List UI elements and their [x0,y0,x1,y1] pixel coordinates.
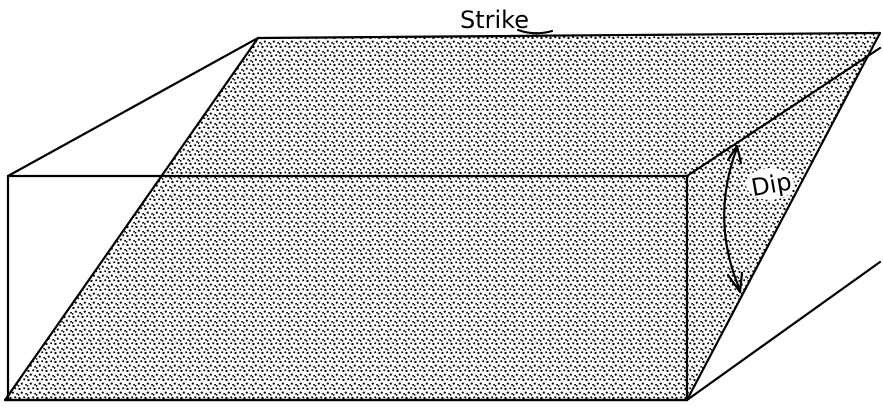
dipping-plane [5,33,880,400]
strike-label-group: Strike [460,6,552,34]
dipping-plane-fill [5,33,880,400]
